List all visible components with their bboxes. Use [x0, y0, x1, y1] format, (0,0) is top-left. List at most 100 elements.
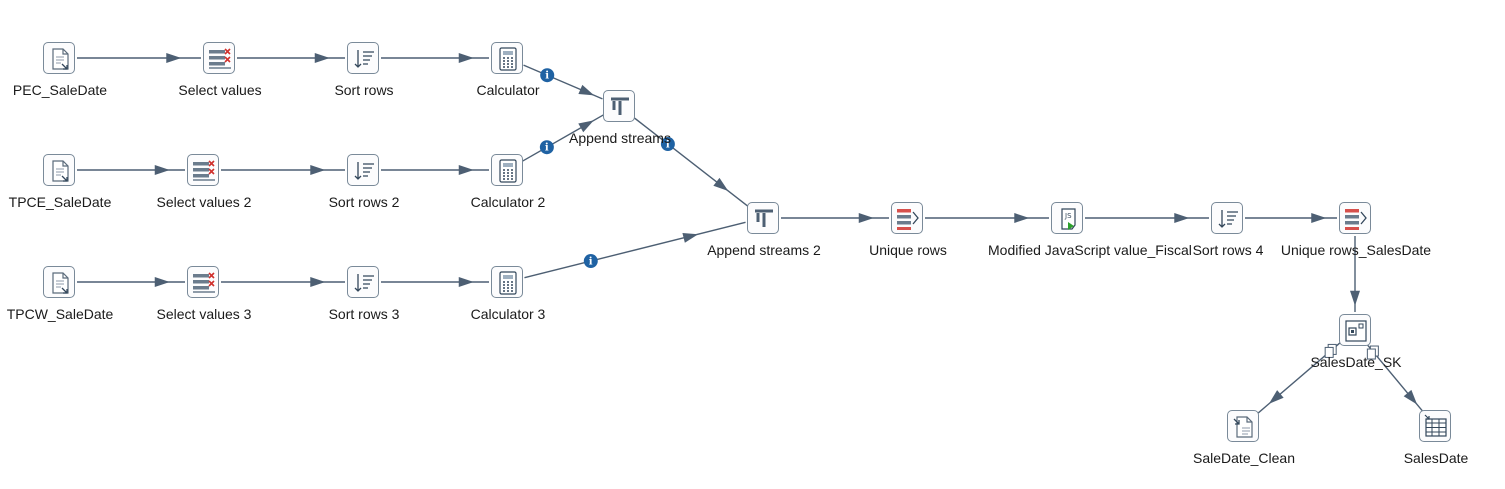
arrowhead	[713, 177, 729, 191]
hop-info-icon[interactable]: i	[540, 68, 555, 83]
arrowhead	[458, 165, 474, 175]
table-output-icon[interactable]	[1419, 410, 1451, 442]
step-sort-rows-3[interactable]: Sort rows 3	[284, 266, 444, 330]
step-pec-saledate[interactable]: PEC_SaleDate	[0, 42, 140, 106]
step-unique-rows-salesdate[interactable]: Unique rows_SalesDate	[1276, 202, 1436, 266]
step-label: Sort rows 2	[328, 194, 400, 210]
step-select-values[interactable]: Select values	[140, 42, 300, 106]
arrowhead	[458, 53, 474, 63]
step-sort-rows-2[interactable]: Sort rows 2	[284, 154, 444, 218]
hop-pec_saledate-select_values[interactable]	[77, 53, 201, 63]
hop-info-icon[interactable]: i	[539, 140, 554, 155]
javascript-icon[interactable]: JS	[1051, 202, 1083, 234]
step-label: Sort rows 3	[328, 306, 400, 322]
step-tpcw-saledate[interactable]: TPCW_SaleDate	[0, 266, 140, 330]
step-sort-rows[interactable]: Sort rows	[284, 42, 444, 106]
step-append-streams-2[interactable]: Append streams 2	[684, 202, 844, 266]
hop-sort_rows-calculator[interactable]	[381, 53, 489, 63]
step-label: Append streams 2	[707, 242, 821, 258]
svg-text:i: i	[545, 143, 549, 154]
step-label: Append streams	[569, 130, 671, 146]
arrowhead	[154, 277, 170, 287]
sort-rows-icon[interactable]	[1211, 202, 1243, 234]
unique-rows-icon[interactable]	[1339, 202, 1371, 234]
step-label: SaleDate_Clean	[1193, 450, 1295, 466]
text-file-input-icon[interactable]	[43, 266, 75, 298]
hop-unique_rows-modified_js[interactable]	[925, 213, 1049, 223]
hop-select_values-sort_rows[interactable]	[237, 53, 345, 63]
step-label: TPCE_SaleDate	[8, 194, 112, 210]
step-label: Sort rows	[334, 82, 394, 98]
hop-salesdate_sk-saledate_clean[interactable]	[1256, 341, 1342, 415]
hop-select_values_3-sort_rows_3[interactable]	[221, 277, 345, 287]
step-modified-javascript-value-fiscal[interactable]: JS Modified JavaScript value_Fiscal	[988, 202, 1192, 266]
step-salesdate[interactable]: SalesDate	[1356, 410, 1505, 474]
step-label: Modified JavaScript value_Fiscal	[988, 242, 1192, 258]
hop-unique_rows_salesdate-salesdate_sk[interactable]	[1350, 236, 1360, 312]
append-streams-icon[interactable]	[747, 202, 779, 234]
hop-append_streams_2-unique_rows[interactable]	[781, 213, 889, 223]
arrowhead	[458, 277, 474, 287]
calculator-icon[interactable]	[491, 42, 523, 74]
step-select-values-3[interactable]: Select values 3	[124, 266, 284, 330]
step-label: SalesDate_SK	[1310, 354, 1402, 370]
calculator-icon[interactable]	[491, 266, 523, 298]
hop-sort_rows_3-calculator_3[interactable]	[381, 277, 489, 287]
hop-calculator_2-append_streams[interactable]: i	[522, 114, 604, 162]
arrowhead	[682, 232, 699, 243]
step-label: Select values 2	[156, 194, 252, 210]
arrowhead	[310, 277, 326, 287]
arrowhead	[314, 53, 330, 63]
step-calculator-2[interactable]: Calculator 2	[428, 154, 588, 218]
hop-salesdate_sk-salesdate[interactable]	[1365, 343, 1425, 413]
text-file-input-icon[interactable]	[43, 42, 75, 74]
calculator-icon[interactable]	[491, 154, 523, 186]
text-file-output-icon[interactable]	[1227, 410, 1259, 442]
arrowhead	[1350, 290, 1360, 306]
hop-modified_js-sort_rows_4[interactable]	[1085, 213, 1209, 223]
hop-info-icon[interactable]: i	[583, 254, 598, 269]
step-calculator[interactable]: Calculator	[428, 42, 588, 106]
step-select-values-2[interactable]: Select values 2	[124, 154, 284, 218]
sort-rows-icon[interactable]	[347, 154, 379, 186]
step-label: Unique rows	[869, 242, 947, 258]
lookup-icon[interactable]	[1339, 314, 1371, 346]
arrowhead	[578, 120, 594, 133]
hop-append_streams-append_streams_2[interactable]: i	[632, 116, 750, 208]
step-tpce-saledate[interactable]: TPCE_SaleDate	[0, 154, 140, 218]
hop-copy-icon	[1366, 345, 1379, 360]
text-file-input-icon[interactable]	[43, 154, 75, 186]
hop-calculator-append_streams[interactable]: i	[523, 64, 603, 100]
svg-text:i: i	[666, 140, 670, 151]
step-calculator-3[interactable]: Calculator 3	[428, 266, 588, 330]
arrowhead	[858, 213, 874, 223]
hop-sort_rows_4-unique_rows_salesdate[interactable]	[1245, 213, 1337, 223]
step-salesdate-sk[interactable]: SalesDate_SK	[1276, 314, 1436, 378]
hop-sort_rows_2-calculator_2[interactable]	[381, 165, 489, 175]
hop-info-icon[interactable]: i	[660, 137, 675, 152]
select-values-icon[interactable]	[187, 266, 219, 298]
step-label: Unique rows_SalesDate	[1280, 242, 1432, 258]
sort-rows-icon[interactable]	[347, 42, 379, 74]
step-sort-rows-4[interactable]: Sort rows 4	[1148, 202, 1308, 266]
unique-rows-icon[interactable]	[891, 202, 923, 234]
arrowhead	[578, 84, 595, 96]
step-label: Calculator 3	[470, 306, 546, 322]
sort-rows-icon[interactable]	[347, 266, 379, 298]
hop-calculator_3-append_streams_2[interactable]: i	[524, 221, 746, 279]
select-values-icon[interactable]	[187, 154, 219, 186]
hop-tpcw_saledate-select_values_3[interactable]	[77, 277, 185, 287]
svg-text:JS: JS	[1064, 212, 1072, 220]
hop-select_values_2-sort_rows_2[interactable]	[221, 165, 345, 175]
step-saledate-clean[interactable]: SaleDate_Clean	[1164, 410, 1324, 474]
arrowhead	[1014, 213, 1030, 223]
step-label: Select values 3	[156, 306, 252, 322]
arrowhead	[1403, 389, 1418, 405]
step-append-streams[interactable]: Append streams	[540, 90, 700, 154]
arrowhead	[1311, 213, 1327, 223]
append-streams-icon[interactable]	[603, 90, 635, 122]
hop-tpce_saledate-select_values_2[interactable]	[77, 165, 185, 175]
select-values-icon[interactable]	[203, 42, 235, 74]
step-unique-rows[interactable]: Unique rows	[828, 202, 988, 266]
